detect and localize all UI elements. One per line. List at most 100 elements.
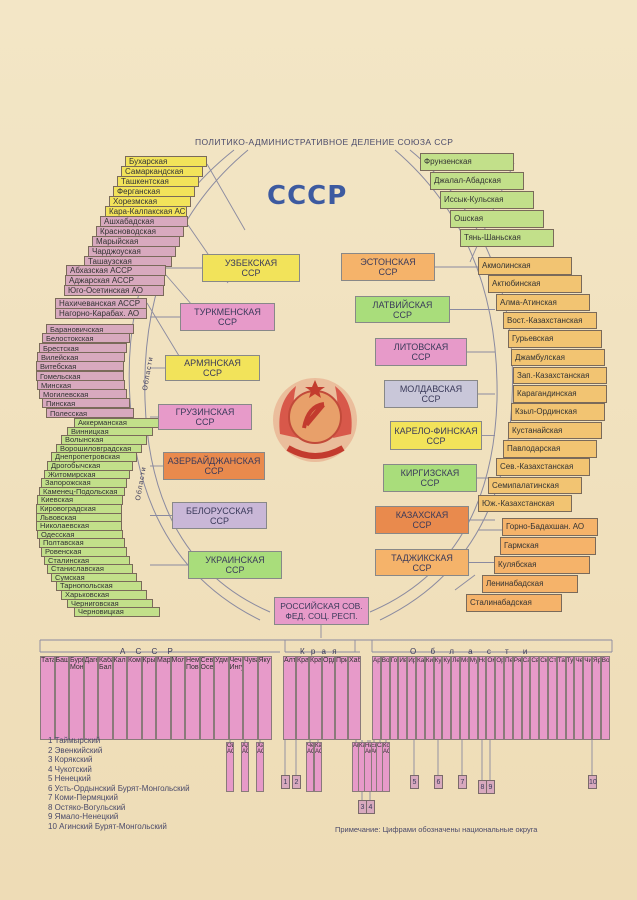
kazakh-oblast: Акмолинская — [478, 257, 572, 275]
krai-column: Орджоникидз. — [322, 656, 335, 740]
oblast-column: Ленинградская — [451, 656, 460, 740]
assr-column: Чувашская — [243, 656, 258, 740]
kyrgyz-oblast: Джалал-Абадская — [430, 172, 524, 190]
tajik-oblast: Сталинабадская — [466, 594, 562, 612]
assr-column: Чечено-Ингуш. — [228, 656, 243, 740]
krai-name: Приморский — [336, 657, 347, 664]
oblast-name: Омская — [487, 657, 494, 664]
oblast-name: Курская — [443, 657, 451, 664]
assr-name: Чувашская — [244, 657, 257, 664]
oblast-column: Рязанская — [512, 656, 522, 740]
kazakh-oblast: Зап.-Казахстанская — [513, 366, 607, 385]
azerbaijan-unit-item: Нагорно-Карабах. АО — [55, 308, 147, 319]
oblast-column: Челябинская — [574, 656, 584, 740]
assr-column: Сев.-Осетинская — [199, 656, 214, 740]
rsfsr-box: РОССИЙСКАЯ СОВ. ФЕД. СОЦ. РЕСП. — [274, 597, 369, 625]
republic-name: АЗЕРБАЙДЖАНСКАЯ — [167, 456, 261, 466]
tajik-oblast: Гармская — [500, 537, 596, 555]
oblast-column: Курская — [442, 656, 452, 740]
krai-column: Алтайский — [283, 656, 296, 740]
krai-column: Приморский — [335, 656, 348, 740]
oblast-column: Воронежская — [600, 656, 610, 740]
legend-item: 1 Таймырский — [48, 736, 101, 745]
assr-name: Башкирская — [55, 657, 69, 664]
district-number-box: 10 — [588, 775, 597, 789]
oblast-name: Свердловская — [531, 657, 540, 664]
republic-name: АРМЯНСКАЯ — [184, 358, 241, 368]
republic-name: ГРУЗИНСКАЯ — [175, 407, 235, 417]
oblast-name: Калининская — [417, 657, 425, 664]
oblast-name: Рязанская — [513, 657, 522, 664]
tajik-oblast: Ленинабадская — [482, 575, 578, 593]
republic-sub: ССР — [209, 515, 229, 526]
georgian-unit-item: Юго-Осетинская АО — [64, 285, 164, 296]
kazakh-oblast: Юж.-Казахстанская — [478, 494, 572, 513]
oblast-column: Читинская — [583, 656, 592, 740]
republic-sub: ССР — [421, 394, 441, 404]
autonomous-oblast-column: Ойрот. АО — [226, 742, 234, 792]
assr-name: Кабардино-Балк. — [99, 657, 112, 671]
autonomous-oblast-name: Адыг. АО — [242, 743, 248, 755]
assr-name: Чечено-Ингуш. — [229, 657, 243, 671]
assr-column: Молдовская — [170, 656, 185, 740]
autonomous-oblast-name: Еврейск. АО — [371, 743, 378, 755]
oblast-name: Иркутская — [408, 657, 416, 664]
oblast-column: Сталинградская — [548, 656, 557, 740]
assr-name: Дагестанская — [84, 657, 98, 664]
krai-name: Алтайский — [284, 657, 296, 664]
autonomous-oblast-name: Карач. АО — [315, 743, 321, 755]
kazakh-oblast: Алма-Атинская — [496, 293, 590, 312]
assr-column: Бурят-Монг. — [69, 656, 84, 740]
kazakh-oblast: Джамбулская — [511, 348, 605, 366]
autonomous-oblast-column: Кор. АО — [382, 742, 390, 792]
oblast-column: Ивановская — [398, 656, 408, 740]
kazakh-oblast: Павлодарская — [503, 440, 597, 458]
autonomous-oblast-name: Ниж.-Амур. — [365, 743, 371, 755]
kazakh-oblast: Сев.-Казахстанская — [496, 458, 590, 476]
oblasti-group-label: О б л а с т и — [410, 647, 534, 656]
legend-item: 7 Коми-Пермяцкий — [48, 793, 118, 802]
oblast-column: Новосибирская — [477, 656, 487, 740]
autonomous-oblast-name: Амурская — [353, 743, 359, 749]
legend-item: 2 Эвенкийский — [48, 745, 103, 755]
kyrgyz-oblast: Ошская — [450, 210, 544, 228]
assr-column: Дагестанская — [83, 656, 98, 740]
tajik-oblast: Горно-Бадахшан. АО — [502, 518, 598, 536]
district-number-box: 5 — [410, 775, 419, 789]
oblast-column: Ярославская — [592, 656, 601, 740]
district-number-box: 7 — [458, 775, 467, 789]
assr-name: Татарская — [41, 657, 55, 664]
district-number-box: 4 — [366, 800, 375, 814]
republic-sub: ССР — [378, 267, 398, 277]
oblast-name: Саратовская — [522, 657, 531, 664]
oblast-column: Иркутская — [407, 656, 416, 740]
kazakh-oblast: Семипалатинская — [488, 476, 582, 495]
assr-column: Кабардино-Балк. — [98, 656, 113, 740]
assr-column: Немцев-Поволж. — [185, 656, 200, 740]
republic-name: ЭСТОНСКАЯ — [360, 257, 416, 267]
oblast-column: Архангельская — [372, 656, 381, 740]
autonomous-oblast-name: Сахалинск. — [377, 743, 383, 749]
kazakh-oblast: Кустанайская — [508, 421, 602, 440]
krai-name: Краснодарский — [297, 657, 309, 664]
autonomous-oblast-name: Черкес. АО — [307, 743, 313, 755]
oblast-name: Орловская — [496, 657, 504, 664]
republic-name: ТУРКМЕНСКАЯ — [194, 307, 261, 317]
assr-name: Калмыцкая — [113, 657, 127, 664]
kyrgyz-oblast: Тянь-Шаньская — [460, 229, 554, 247]
oblast-column: Кировская — [424, 656, 434, 740]
oblast-column: Вологодская — [380, 656, 390, 740]
assr-name: Крымская — [142, 657, 156, 664]
republic-name: ЛАТВИЙСКАЯ — [372, 299, 433, 310]
krai-column: Краснодарский — [296, 656, 309, 740]
oblast-name: Тамбовская — [557, 657, 565, 664]
oblast-name: Сталинградская — [549, 657, 557, 664]
assr-column: Калмыцкая — [112, 656, 127, 740]
kazakh-oblast: Гурьевская — [508, 330, 602, 348]
